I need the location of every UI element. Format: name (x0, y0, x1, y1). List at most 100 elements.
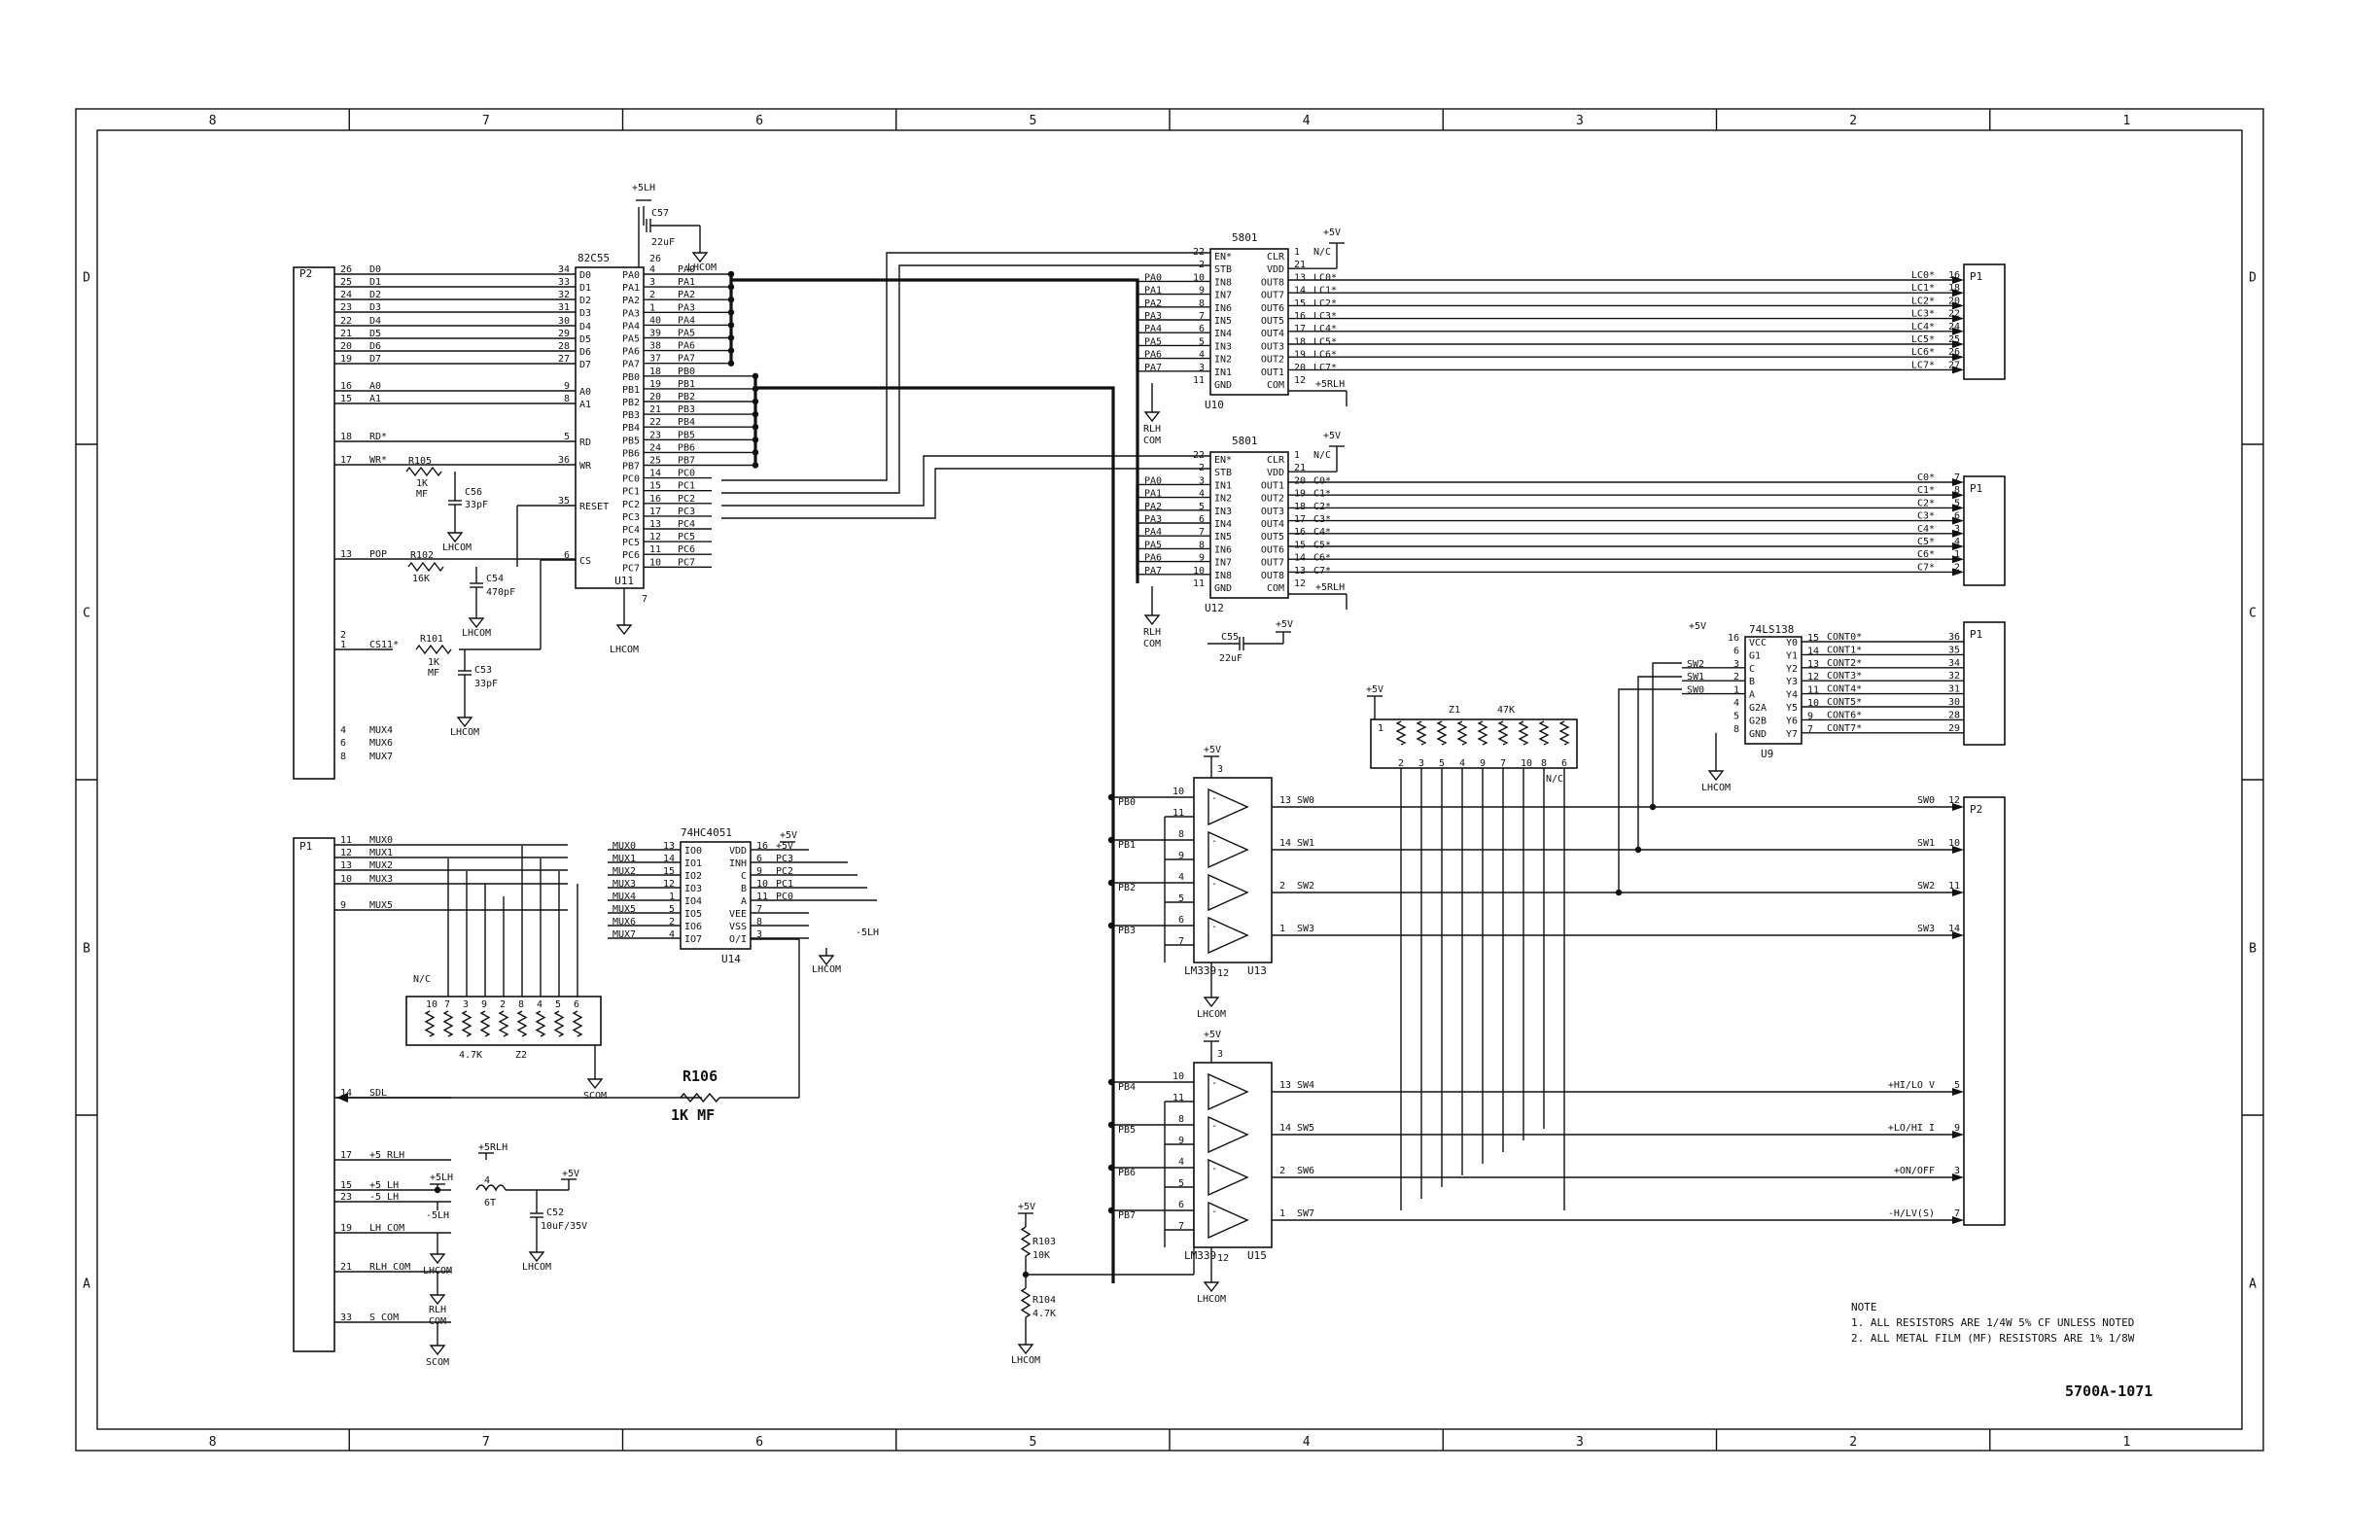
ic-pin-number: 13 (1807, 659, 1819, 670)
ic-pin-name: EN* (1214, 455, 1232, 466)
connector-signal: +LO/HI I (1888, 1123, 1935, 1134)
connector-pin-number: 3 (1954, 1166, 1960, 1176)
component-ref: C56 (465, 487, 482, 498)
connector-signal: MUX2 (369, 860, 393, 871)
component-ref: C57 (651, 208, 669, 219)
port-net-label: PB5 (678, 430, 695, 440)
power-label: RLH (429, 1305, 446, 1315)
ic-pin-number: 8 (1178, 829, 1184, 840)
ic-pin-number: 31 (558, 302, 570, 313)
ic-pin-name: OUT3 (1261, 341, 1284, 352)
input-marker: - (1211, 1078, 1217, 1089)
network-value: 47K (1497, 705, 1515, 716)
connector-signal: D3 (369, 302, 381, 313)
ic-pin-number: 20 (1294, 475, 1306, 486)
signal-arrow (1952, 289, 1964, 298)
component-note: MF (428, 668, 439, 679)
zone-row-label: C (2249, 607, 2257, 621)
ic-pin-name: IN3 (1214, 507, 1232, 517)
zone-column-label: 1 (2122, 1435, 2130, 1450)
power-label: +5RLH (478, 1142, 508, 1153)
connector-signal: LC2* (1911, 296, 1935, 306)
ic-pin-number: 11 (649, 544, 661, 555)
output-net-label: C0* (1313, 475, 1331, 486)
output-net-label: N/C (1313, 450, 1331, 461)
power-label: +5V (1366, 684, 1383, 695)
ic-pin-name: Y3 (1786, 677, 1798, 687)
network-pin-number: 6 (574, 999, 579, 1010)
connector-signal: +ON/OFF (1894, 1166, 1935, 1176)
ic-pin-number: 16 (756, 841, 768, 852)
ic-pin-number: 21 (1294, 260, 1306, 270)
input-net-label: PA5 (1144, 336, 1162, 347)
input-net-label: PB2 (1118, 883, 1136, 893)
ic-pin-number: 12 (1217, 968, 1229, 979)
network-pin-number: 8 (518, 999, 524, 1010)
zone-column-label: 2 (1849, 114, 1857, 128)
junction-dot (1107, 836, 1115, 844)
connector-signal: C4* (1917, 524, 1935, 535)
port-net-label: PB0 (678, 367, 695, 377)
ic-pin-number: 8 (564, 394, 570, 404)
port-net-label: PA1 (678, 277, 695, 288)
network-resistor (1538, 720, 1550, 746)
connector-signal: RD* (369, 432, 387, 442)
ic-reference: U14 (721, 953, 741, 965)
ic-pin-number: 7 (1807, 724, 1813, 735)
ic-pin-number: 9 (756, 866, 762, 877)
control-net-label: PC1 (776, 879, 793, 890)
ic-pin-number: 5 (669, 904, 675, 915)
output-net-label: C5* (1313, 540, 1331, 550)
zone-row-label: D (83, 271, 90, 286)
zone-column-label: 5 (1029, 114, 1036, 128)
connector-signal: MUX5 (369, 900, 393, 911)
sw0-decoder (1652, 662, 1682, 807)
ic-pin-number: 16 (1728, 633, 1739, 644)
sw2-decoder (1618, 688, 1682, 892)
connector-pin-number: 26 (340, 264, 352, 275)
component-ref: C53 (474, 665, 492, 676)
ic-pin-number: 10 (1172, 787, 1184, 797)
input-net-label: PA1 (1144, 286, 1162, 297)
power-label: +5LH (632, 183, 655, 193)
input-marker: - (1211, 836, 1217, 847)
port-net-label: PB3 (678, 404, 695, 415)
port-net-label: PC2 (678, 494, 695, 505)
connector-pin-number: 28 (1948, 710, 1960, 720)
output-net-label: C6* (1313, 553, 1331, 564)
power-label: +5V (1689, 621, 1706, 632)
ic-pin-number: 14 (1294, 553, 1306, 564)
connector-pin-number: 26 (1948, 347, 1960, 358)
port-net-label: PB2 (678, 392, 695, 402)
ic-pin-name: IN3 (1214, 341, 1232, 352)
ic-pin-number: 1 (1294, 247, 1300, 258)
ic-pin-name: GND (1749, 729, 1767, 740)
connector-pin-number: 14 (340, 1088, 352, 1099)
connector-signal: RLH COM (369, 1262, 410, 1273)
connector-signal: CONT1* (1827, 645, 1862, 655)
ic-pin-number: 5 (1178, 1178, 1184, 1189)
ic-pin-number: 37 (649, 354, 661, 365)
ic-part-number: 5801 (1232, 435, 1258, 447)
ic-pin-number: 7 (1199, 527, 1205, 538)
ground-symbol (1203, 1281, 1220, 1293)
connector-pin-number: 8 (340, 752, 346, 762)
connector-signal: LC6* (1911, 347, 1935, 358)
ic-pin-name: RD (579, 438, 591, 448)
output-net-label: C4* (1313, 527, 1331, 538)
connector-pin-number: 9 (1954, 1123, 1960, 1134)
network-resistor (1416, 720, 1427, 746)
output-net-label: C7* (1313, 566, 1331, 577)
ic-pin-name: IN2 (1214, 494, 1232, 505)
ic-pin-name: STB (1214, 264, 1232, 275)
input-net-label: PA1 (1144, 489, 1162, 500)
connector-pin-number: 1 (340, 640, 346, 650)
ic-pin-name: INH (729, 858, 747, 869)
ic-pin-name: IN1 (1214, 480, 1232, 491)
ic-u9-74ls138 (1744, 636, 1802, 745)
output-net-label: SW0 (1297, 795, 1314, 806)
ground-symbol (429, 1253, 446, 1265)
ic-pin-name: IN4 (1214, 329, 1232, 339)
mux-net-label: MUX7 (612, 929, 636, 940)
